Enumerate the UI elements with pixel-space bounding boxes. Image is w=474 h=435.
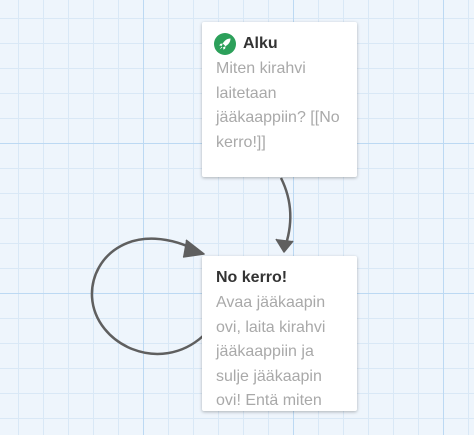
link-arrowhead-alku-to-no-kerro [275,238,294,253]
self-link-loop-no-kerro [90,237,204,355]
passage-title-row: Alku [214,32,345,56]
self-link-arrowhead-no-kerro [182,239,205,258]
passage-card-no-kerro[interactable]: No kerro! Avaa jääkaapin ovi, laita kira… [202,256,357,411]
passage-excerpt: Avaa jääkaapin ovi, laita kirahvi jääkaa… [216,294,326,409]
passage-title: No kerro! [216,269,288,286]
passage-title-row: No kerro! [216,266,345,290]
rocket-icon [214,33,236,55]
link-arrow-alku-to-no-kerro [279,177,292,251]
passage-card-alku[interactable]: Alku Miten kirahvi laitetaan jääkaappiin… [202,22,357,177]
passage-title: Alku [243,35,278,52]
passage-excerpt: Miten kirahvi laitetaan jääkaappiin? [[N… [216,60,340,151]
